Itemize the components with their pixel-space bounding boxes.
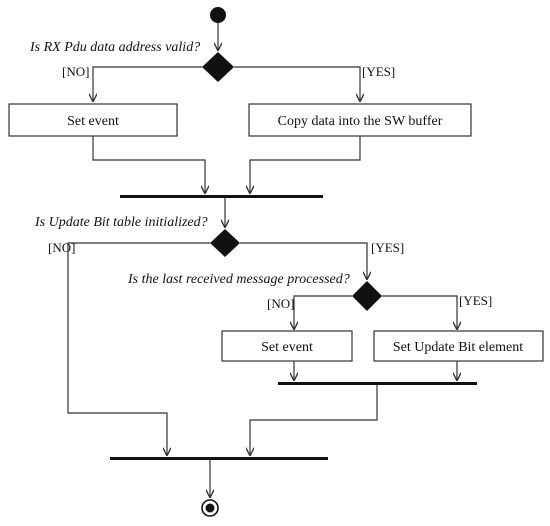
decision-update-bit-initialized xyxy=(210,229,240,257)
guard-yes-2: [YES] xyxy=(371,240,404,255)
action-set-update-bit-label: Set Update Bit element xyxy=(393,340,523,355)
flow-yes-to-set-update-bit xyxy=(382,295,457,329)
action-set-event-2 xyxy=(221,330,353,362)
action-set-update-bit xyxy=(373,330,544,362)
final-node xyxy=(201,499,219,517)
action-copy-data xyxy=(248,103,472,137)
action-copy-data-label: Copy data into the SW buffer xyxy=(278,114,443,129)
flow-yes-to-decision-3 xyxy=(240,242,367,279)
decision-rx-pdu-valid-label: Is RX Pdu data address valid? xyxy=(29,40,200,55)
decision-last-message-processed-label: Is the last received message processed? xyxy=(127,272,350,287)
flow-no-to-set-event-2 xyxy=(294,295,352,329)
action-set-event-2-label: Set event xyxy=(261,340,313,355)
decision-rx-pdu-valid xyxy=(202,52,234,82)
guard-yes-1: [YES] xyxy=(362,64,395,79)
decision-update-bit-initialized-label: Is Update Bit table initialized? xyxy=(34,215,208,230)
guard-no-2: [NO] xyxy=(48,240,75,255)
flow-no-to-set-event xyxy=(93,66,202,101)
guard-yes-3: [YES] xyxy=(459,293,492,308)
join-bar-final xyxy=(110,457,328,460)
flow-set-event-to-join-1 xyxy=(92,136,205,193)
guard-no-3: [NO] xyxy=(267,296,294,311)
decision-last-message-processed xyxy=(352,281,382,311)
flow-join-2-to-final-join xyxy=(250,385,378,455)
flow-yes-to-copy-data xyxy=(234,66,360,101)
guard-no-1: [NO] xyxy=(62,64,89,79)
flow-no-to-final-join xyxy=(67,242,210,455)
action-set-event-1-label: Set event xyxy=(67,114,119,129)
join-bar-2 xyxy=(278,382,477,385)
initial-node xyxy=(210,7,226,23)
flow-copy-data-to-join-1 xyxy=(250,136,361,193)
join-bar-1 xyxy=(120,195,323,198)
